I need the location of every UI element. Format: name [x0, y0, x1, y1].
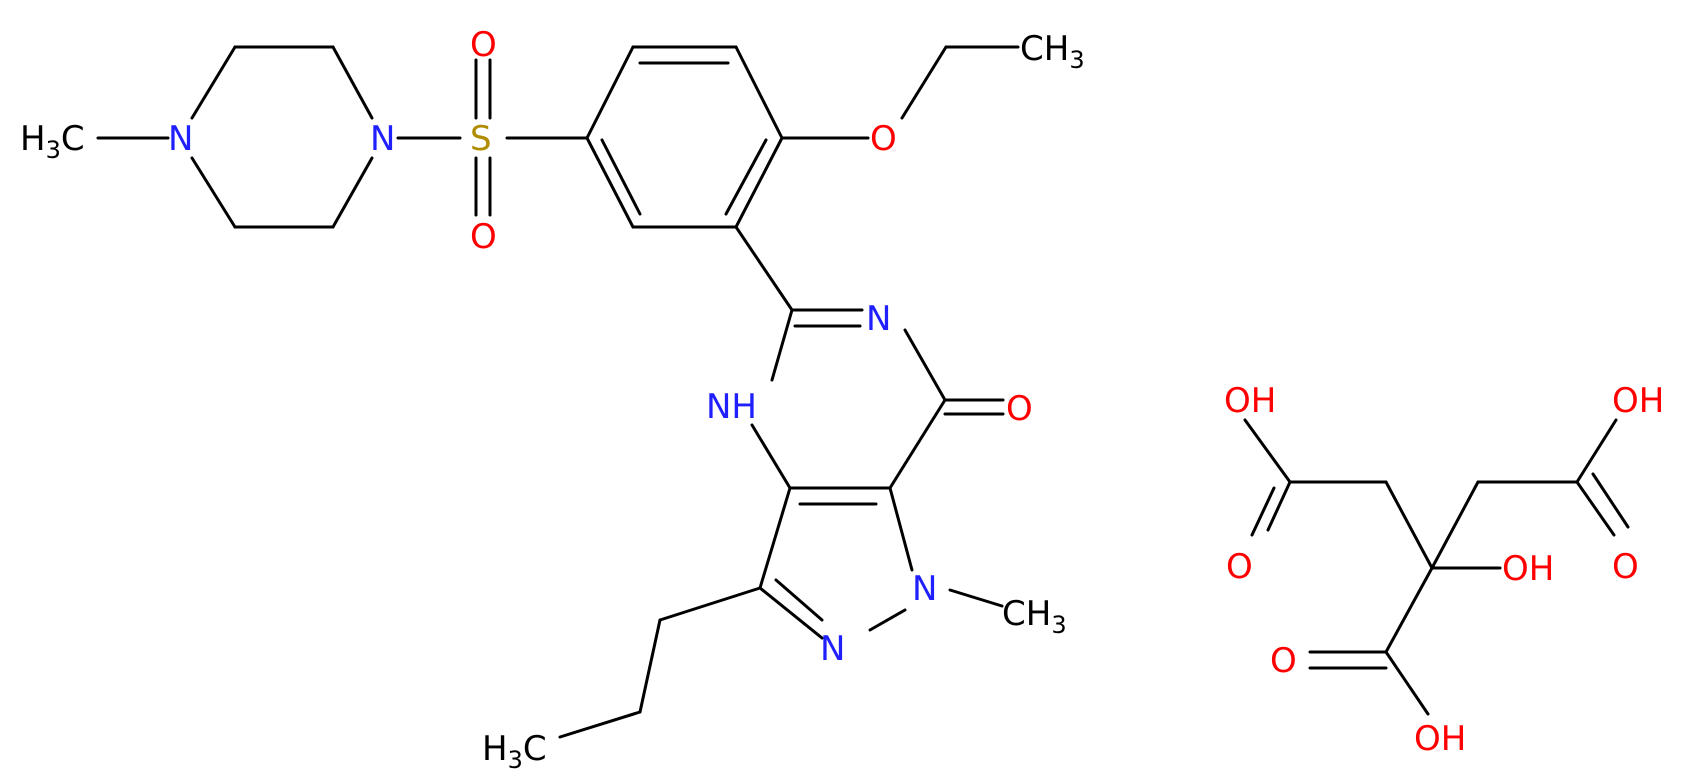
atom-labels: H3C N N S O O O CH3 N NH O N CH3 N H3C O…	[20, 25, 1664, 774]
methyl-group-label: CH3	[1020, 29, 1085, 74]
oxygen-atom-label: O	[470, 217, 497, 257]
hydroxyl-group-label: OH	[1502, 549, 1554, 589]
methyl-group-label: H3C	[482, 729, 547, 774]
sulfonyl-bonds	[396, 58, 589, 217]
oxygen-atom-label: O	[1226, 547, 1253, 587]
hydroxyl-group-label: OH	[1224, 381, 1276, 421]
oxygen-atom-label: O	[1612, 547, 1639, 587]
hydroxyl-group-label: OH	[1414, 719, 1466, 759]
piperazine-ring-bonds	[96, 45, 374, 229]
oxygen-atom-label: O	[1006, 389, 1033, 429]
propyl-bonds	[558, 586, 762, 739]
fused-ring-bonds	[734, 225, 1005, 640]
oxygen-atom-label: O	[1270, 641, 1297, 681]
citric-acid-bonds	[1243, 418, 1630, 716]
hydroxyl-group-label: OH	[1612, 381, 1664, 421]
ethoxy-bonds	[780, 45, 1020, 140]
oxygen-atom-label: O	[870, 119, 897, 159]
nitrogen-atom-label: N	[820, 629, 845, 669]
nh-group-label: NH	[706, 387, 757, 427]
oxygen-atom-label: O	[470, 25, 497, 65]
methyl-group-label: H3C	[20, 119, 85, 164]
nitrogen-atom-label: N	[912, 569, 937, 609]
nitrogen-atom-label: N	[168, 119, 193, 159]
nitrogen-atom-label: N	[866, 299, 891, 339]
methyl-group-label: CH3	[1002, 594, 1067, 639]
benzene-ring-bonds	[585, 45, 784, 229]
sulfur-atom-label: S	[470, 119, 492, 159]
nitrogen-atom-label: N	[370, 119, 395, 159]
